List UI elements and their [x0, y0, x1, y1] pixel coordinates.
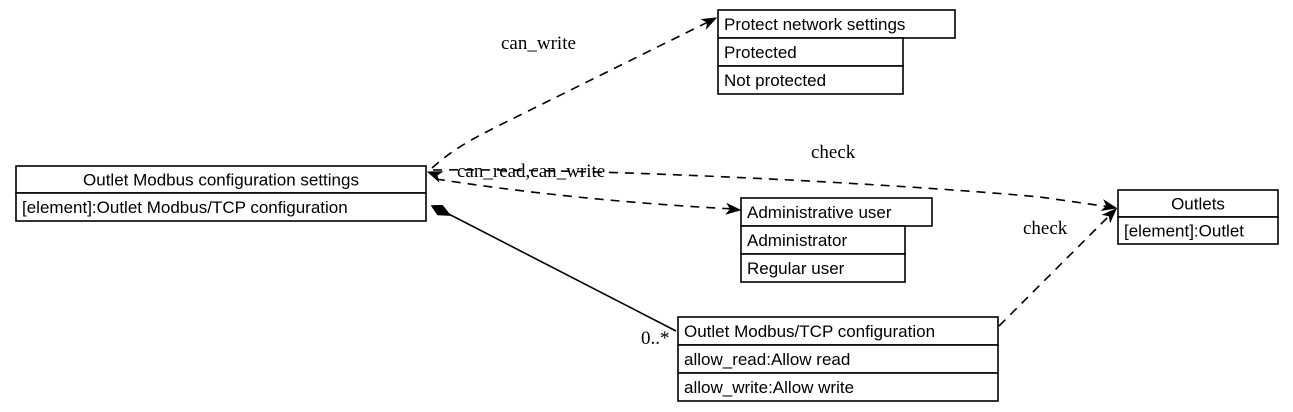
edge-line — [438, 208, 677, 332]
edge-label-composition-edge: 0..* — [641, 328, 670, 349]
arrowhead-icon — [426, 171, 444, 183]
edge-composition-edge — [430, 204, 677, 332]
class-attribute-cell — [717, 37, 904, 67]
edge-incoming-arrow-into-settings — [426, 171, 444, 183]
class-title-text: Protect network settings — [724, 15, 905, 34]
edge-label-check-edge-lower: check — [1023, 218, 1068, 239]
class-attribute-text: Regular user — [747, 259, 845, 278]
class-title-cell — [717, 9, 956, 39]
class-attribute-text: allow_write:Allow write — [684, 378, 854, 397]
class-attribute-cell — [677, 372, 999, 402]
class-attribute-cell — [1117, 216, 1279, 245]
edge-line — [435, 178, 735, 210]
class-attribute-cell — [740, 225, 906, 255]
class-attribute-cell — [15, 192, 427, 222]
edge-labels-layer: can_writecan_read,can_writecheckcheck0..… — [457, 33, 1068, 349]
uml-class-administrative-user[interactable]: Administrative userAdministratorRegular … — [740, 197, 933, 283]
class-attribute-text: Administrator — [747, 231, 847, 250]
edges-layer — [426, 17, 1118, 332]
arrowhead-icon — [1101, 208, 1117, 224]
class-title-text: Administrative user — [747, 203, 892, 222]
edge-line — [431, 19, 713, 169]
edge-check-edge-upper — [432, 169, 1118, 211]
uml-class-outlets[interactable]: Outlets [element]:Outlet — [1117, 189, 1279, 245]
edge-label-check-edge-upper: check — [811, 142, 856, 163]
composition-diamond-icon — [430, 204, 452, 216]
uml-class-outlet-modbus-configuration-settings[interactable]: Outlet Modbus configuration settings [ele… — [15, 165, 427, 222]
class-attribute-text: Not protected — [724, 71, 826, 90]
class-title-text: Outlet Modbus configuration settings — [83, 171, 359, 190]
class-attribute-cell — [717, 65, 904, 95]
arrowhead-icon — [700, 17, 718, 30]
arrowhead-icon — [1100, 199, 1118, 211]
edge-label-can-write-edge: can_write — [501, 33, 576, 54]
class-attribute-text: [element]:Outlet — [1124, 222, 1244, 241]
nodes-layer: Outlet Modbus configuration settings [ele… — [15, 9, 1279, 402]
edge-line — [998, 212, 1113, 327]
class-attribute-text: Protected — [724, 43, 797, 62]
edge-can-read-can-write-edge — [435, 178, 742, 215]
class-attribute-text: [element]:Outlet Modbus/TCP configuratio… — [22, 198, 348, 217]
class-attribute-cell — [677, 344, 999, 374]
class-title-text: Outlet Modbus/TCP configuration — [684, 322, 935, 341]
edge-label-can-read-can-write-edge: can_read,can_write — [457, 161, 605, 182]
class-title-cell — [15, 165, 427, 194]
class-title-cell — [677, 316, 999, 346]
edge-can-write-edge — [431, 17, 718, 169]
uml-class-outlet-modbus-tcp-configuration[interactable]: Outlet Modbus/TCP configuration allow_rea… — [677, 316, 999, 402]
class-title-text: Outlets — [1171, 195, 1225, 214]
class-attribute-text: allow_read:Allow read — [684, 350, 850, 369]
class-attribute-cell — [740, 253, 906, 283]
arrowhead-icon — [725, 202, 742, 215]
class-title-cell — [740, 197, 933, 227]
edge-line — [432, 169, 1111, 208]
class-title-cell — [1117, 189, 1279, 218]
edge-check-edge-lower — [998, 208, 1117, 327]
